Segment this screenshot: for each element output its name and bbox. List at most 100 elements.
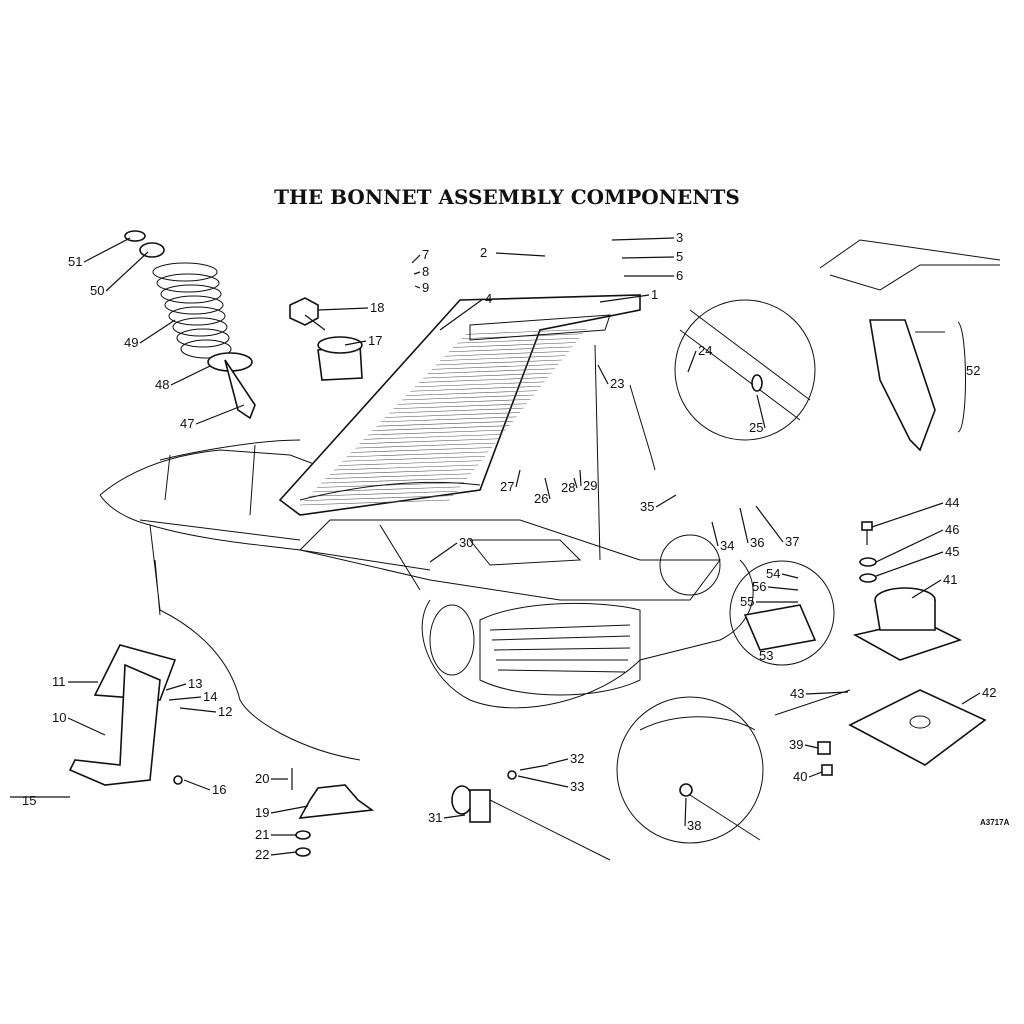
hatch-line	[321, 477, 468, 484]
hatch-line	[312, 486, 461, 493]
callout-4: 4	[485, 291, 492, 306]
hatch-line	[372, 425, 510, 431]
callout-20: 20	[255, 771, 269, 786]
leader-line-47	[195, 404, 245, 425]
callout-15: 15	[22, 793, 36, 808]
detail-circle-stay	[674, 299, 816, 441]
hatch-line	[440, 355, 566, 361]
callout-2: 2	[480, 245, 487, 260]
leader-line-44	[871, 502, 944, 528]
bonnet-panel	[278, 294, 656, 561]
hatch-line	[423, 372, 552, 379]
callout-38: 38	[687, 818, 701, 833]
callout-55: 55	[740, 594, 754, 609]
callout-24: 24	[698, 343, 712, 358]
leader-line-38	[684, 797, 687, 827]
hatch-line	[325, 473, 472, 480]
spring-coil	[164, 295, 224, 315]
leader-line-16	[183, 779, 211, 791]
callout-35: 35	[640, 499, 654, 514]
callout-41: 41	[943, 572, 957, 587]
leader-line-31	[443, 814, 466, 819]
car-body	[99, 439, 754, 761]
hatch-line	[418, 377, 549, 383]
leader-line-12	[179, 707, 217, 713]
leader-line-42	[961, 692, 981, 705]
leader-line-49	[139, 319, 176, 344]
hatch-line	[427, 368, 556, 375]
drawing-reference: A3717A	[980, 818, 1010, 827]
callout-26: 26	[534, 491, 548, 506]
leader-line-2	[495, 252, 546, 257]
leader-line-26	[544, 477, 551, 500]
hatch-line	[329, 469, 475, 475]
callout-48: 48	[155, 377, 169, 392]
callout-46: 46	[945, 522, 959, 537]
hatch-line	[444, 350, 570, 357]
leader-line-51	[83, 237, 131, 263]
leader-line-1	[599, 294, 650, 303]
callout-18: 18	[370, 300, 384, 315]
callout-30: 30	[459, 535, 473, 550]
leader-line-14	[168, 696, 202, 701]
hatch-line	[448, 346, 573, 353]
callout-50: 50	[90, 283, 104, 298]
leader-line-40	[808, 771, 823, 778]
callout-9: 9	[422, 280, 429, 295]
spring-coil	[156, 273, 220, 293]
hatch-line	[457, 337, 580, 344]
leader-line-3	[611, 237, 675, 241]
hatch-line	[431, 364, 559, 370]
hatch-line	[414, 381, 545, 388]
hatch-line	[452, 342, 577, 348]
spring-coil	[172, 317, 228, 337]
callout-22: 22	[255, 847, 269, 862]
diagram-title: THE BONNET ASSEMBLY COMPONENTS	[274, 185, 740, 209]
callout-52: 52	[966, 363, 980, 378]
hatch-line	[316, 482, 465, 488]
leader-line-43	[805, 691, 849, 695]
callout-56: 56	[752, 579, 766, 594]
callout-45: 45	[945, 544, 959, 559]
leader-line-45	[875, 551, 944, 577]
spring-coil	[152, 262, 218, 282]
callout-1: 1	[651, 287, 658, 302]
callout-8: 8	[422, 264, 429, 279]
callout-27: 27	[500, 479, 514, 494]
hatch-line	[308, 490, 458, 497]
leader-line-28	[573, 477, 578, 489]
leader-line-24	[687, 350, 697, 373]
callout-40: 40	[793, 769, 807, 784]
leader-line-4	[439, 298, 484, 331]
leader-line-48	[170, 365, 211, 386]
leader-line-9	[414, 285, 421, 289]
leader-line-37	[755, 505, 784, 543]
callout-12: 12	[218, 704, 232, 719]
callout-11: 11	[52, 674, 66, 689]
spring-coil	[168, 306, 226, 326]
bonnet-spring-assembly	[124, 230, 256, 420]
leader-line-32	[547, 758, 569, 765]
callout-23: 23	[610, 376, 624, 391]
buffer-parts	[289, 297, 363, 381]
release-cable-parts	[451, 764, 611, 861]
callout-44: 44	[945, 495, 959, 510]
leader-line-50	[105, 251, 149, 292]
callout-7: 7	[422, 247, 429, 262]
callout-29: 29	[583, 478, 597, 493]
hatch-line	[363, 434, 503, 440]
callout-28: 28	[561, 480, 575, 495]
callout-51: 51	[68, 254, 82, 269]
leader-line-25	[756, 394, 766, 429]
hatch-line	[299, 499, 451, 506]
hatch-line	[346, 451, 489, 458]
leader-line-34	[711, 521, 719, 547]
callout-33: 33	[570, 779, 584, 794]
leader-line-33	[517, 775, 569, 788]
callout-42: 42	[982, 685, 996, 700]
leader-line-54	[781, 573, 799, 579]
callout-37: 37	[785, 534, 799, 549]
leader-line-36	[739, 507, 749, 544]
callout-13: 13	[188, 676, 202, 691]
